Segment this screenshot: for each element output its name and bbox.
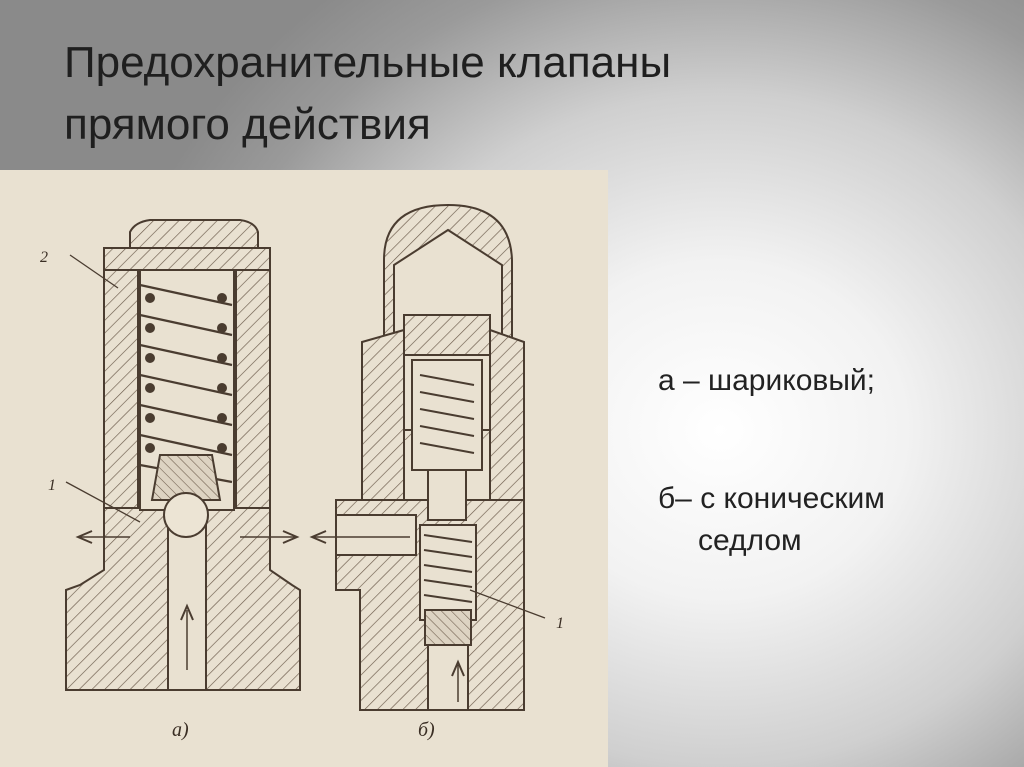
- valve-drawing: 2 1 1 а) б): [0, 170, 608, 767]
- label-a: а): [172, 719, 189, 741]
- legend-item-b-line1: б– с коническим: [658, 482, 885, 515]
- valve-a-drawing: [65, 219, 301, 691]
- legend-item-b: б– с коническим седлом: [658, 478, 958, 562]
- label-b: б): [418, 719, 435, 741]
- valve-b-drawing: [309, 203, 546, 711]
- callout-2-left: 2: [40, 249, 48, 266]
- callout-1-left: 1: [48, 477, 56, 494]
- callout-1-right: 1: [556, 615, 564, 632]
- legend-item-b-line2: седлом: [698, 524, 802, 557]
- valve-drawing-svg: 2 1 1 а) б): [40, 203, 564, 741]
- slide-title-line1: Предохранительные клапаны: [64, 38, 672, 87]
- slide-title-line2: прямого действия: [64, 100, 431, 149]
- legend-item-a: а – шариковый;: [658, 364, 875, 397]
- slide-title: Предохранительные клапаны прямого действ…: [64, 32, 964, 156]
